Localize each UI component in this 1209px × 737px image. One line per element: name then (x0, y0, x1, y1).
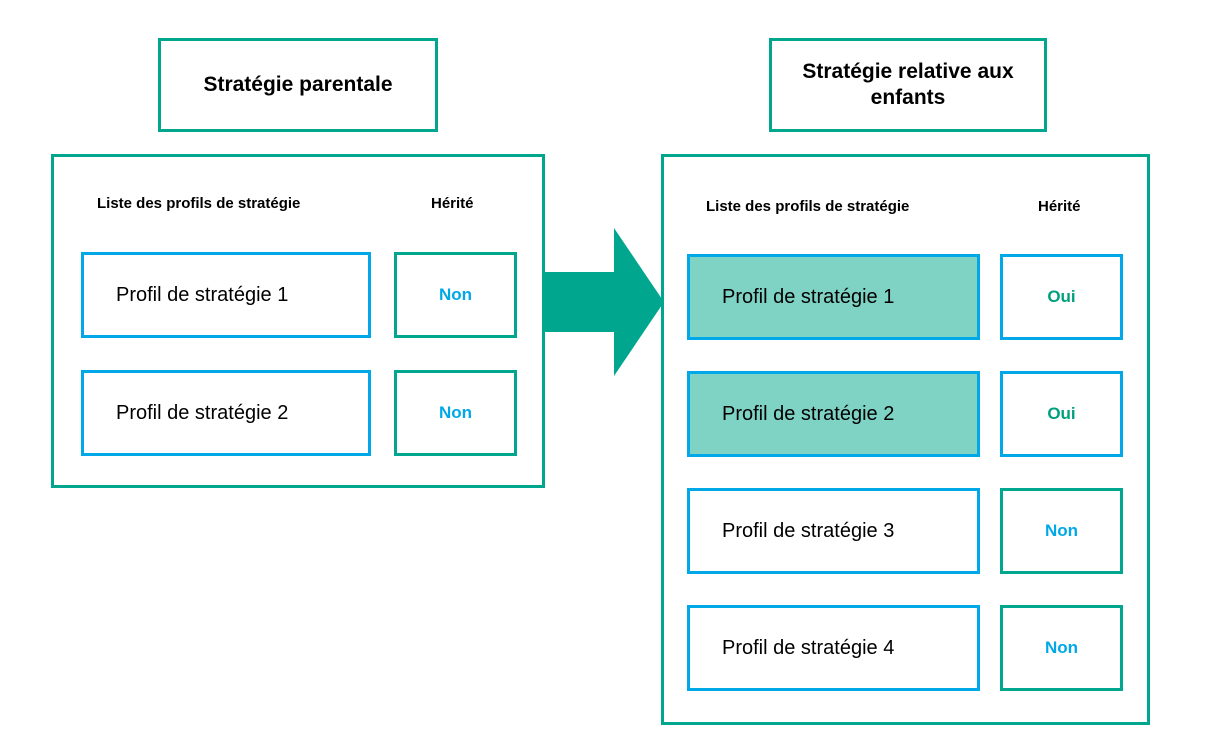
right-inherited-row-4: Non (1000, 605, 1123, 691)
child-strategy-title: Stratégie relative aux enfants (769, 38, 1047, 132)
right-inherited-label-3: Non (1044, 521, 1079, 540)
parent-strategy-title: Stratégie parentale (158, 38, 438, 132)
left-profile-label-1: Profil de stratégie 1 (116, 283, 289, 306)
left-header-inherited: Hérité (431, 195, 474, 212)
right-header-profiles: Liste des profils de stratégie (706, 198, 910, 215)
right-header-inherited: Hérité (1038, 198, 1081, 215)
left-inherited-row-1: Non (394, 252, 517, 338)
right-profile-label-3: Profil de stratégie 3 (722, 519, 895, 542)
right-block-arrow-svg (542, 228, 664, 376)
right-inherited-label-1: Oui (1047, 287, 1076, 306)
right-profile-label-1: Profil de stratégie 1 (722, 285, 895, 308)
left-profile-row-2[interactable]: Profil de stratégie 2 (81, 370, 371, 456)
left-inherited-label-1: Non (438, 285, 473, 304)
left-profile-label-2: Profil de stratégie 2 (116, 401, 289, 424)
right-inherited-label-2: Oui (1047, 404, 1076, 423)
right-block-arrow-icon (542, 228, 664, 376)
child-strategy-title-label: Stratégie relative aux enfants (802, 59, 1014, 109)
right-inherited-row-2: Oui (1000, 371, 1123, 457)
right-inherited-label-4: Non (1044, 638, 1079, 657)
right-profile-label-2: Profil de stratégie 2 (722, 402, 895, 425)
right-inherited-row-1: Oui (1000, 254, 1123, 340)
right-inherited-row-3: Non (1000, 488, 1123, 574)
left-inherited-row-2: Non (394, 370, 517, 456)
right-profile-row-4[interactable]: Profil de stratégie 4 (687, 605, 980, 691)
left-header-profiles: Liste des profils de stratégie (97, 195, 301, 212)
right-profile-label-4: Profil de stratégie 4 (722, 636, 895, 659)
right-profile-row-2[interactable]: Profil de stratégie 2 (687, 371, 980, 457)
left-inherited-label-2: Non (438, 403, 473, 422)
right-profile-row-3[interactable]: Profil de stratégie 3 (687, 488, 980, 574)
left-profile-row-1[interactable]: Profil de stratégie 1 (81, 252, 371, 338)
right-profile-row-1[interactable]: Profil de stratégie 1 (687, 254, 980, 340)
parent-strategy-title-label: Stratégie parentale (203, 72, 393, 96)
